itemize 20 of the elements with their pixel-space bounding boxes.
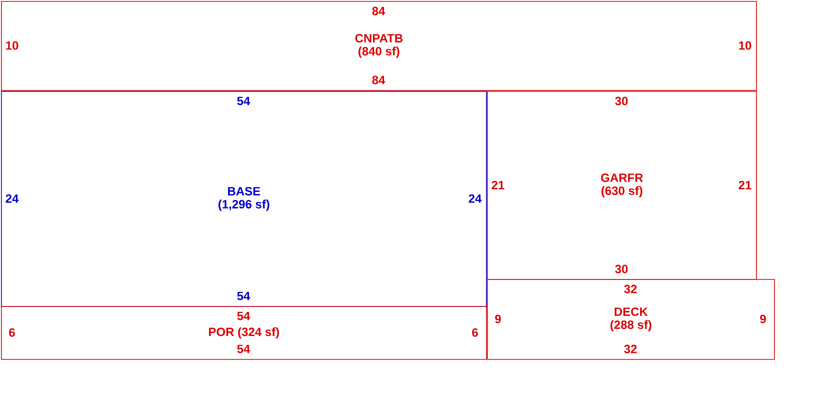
dimension-label: 30 [615, 264, 628, 274]
dimension-label: 9 [495, 314, 501, 324]
dimension-label: 10 [739, 41, 752, 50]
dimension-label: 21 [492, 180, 504, 190]
dimension-label: 9 [760, 314, 766, 324]
dimension-label: 54 [237, 344, 250, 354]
dimension-label: 32 [624, 344, 637, 354]
dimension-label: 21 [738, 180, 752, 190]
dimension-label: 24 [6, 194, 19, 203]
dimension-label: 6 [9, 328, 15, 337]
dimension-label: 54 [237, 292, 250, 300]
dimension-label: 24 [468, 194, 482, 203]
dimension-label: 10 [6, 41, 18, 50]
dimension-label: 54 [237, 96, 250, 106]
dimension-label: 30 [615, 96, 628, 106]
dimension-label: 54 [237, 312, 250, 320]
dimension-label: 84 [372, 6, 386, 16]
dimension-label: 6 [472, 328, 478, 337]
dimension-label: 84 [372, 76, 386, 84]
dimension-label: 32 [624, 284, 637, 294]
